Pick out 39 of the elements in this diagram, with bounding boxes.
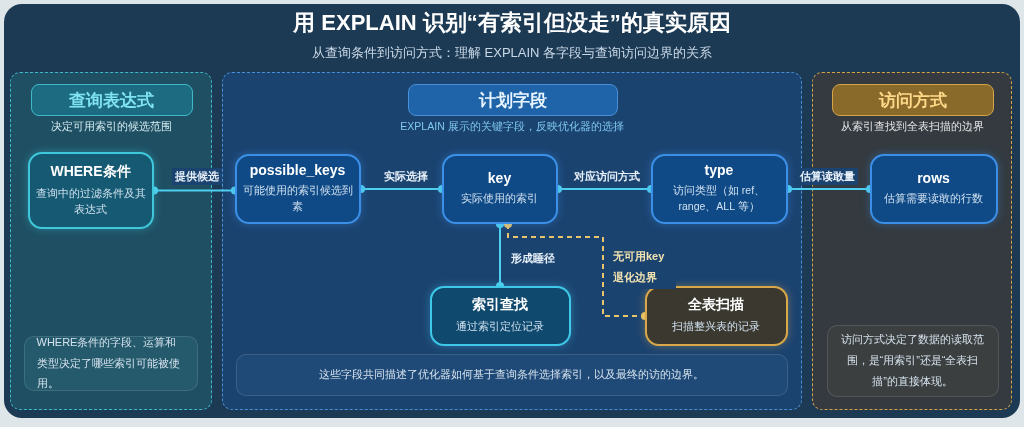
box-title: possible_keys	[249, 162, 346, 179]
box-description: 估算需要读敢的行数	[883, 191, 984, 207]
box-description: 扫描整兴表的记录	[671, 319, 761, 335]
edge-label: 估算读敢量	[797, 168, 858, 185]
box-title: key	[487, 170, 512, 187]
box-title: rows	[917, 170, 950, 187]
process-box	[429, 285, 571, 346]
process-box	[27, 151, 154, 229]
heading-pill: 查询表达式	[30, 84, 193, 116]
heading-pill: 计划字段	[407, 84, 618, 116]
note-card: 访问方式决定了数据的读取范围，是“用索引”还是“全表扫描”的直接体现。	[826, 324, 999, 397]
process-box	[650, 153, 788, 224]
heading-pill: 访问方式	[831, 84, 994, 116]
box-description: 可能使用的索引候选到素	[241, 183, 354, 214]
process-box	[644, 285, 788, 346]
subtitle: 从查询条件到访问方式：理解 EXPLAIN 各字段与查询访问边界的关系	[310, 44, 714, 62]
box-description: 实际使用的索引	[460, 191, 539, 207]
box-description: 访问类型（如 ref、range、ALL 等）	[671, 183, 767, 214]
note-card: WHERE条件的字段、运算和类型决定了哪些索引可能被使用。	[23, 335, 198, 391]
note-card: 这些字段共同描述了优化器如何基于查询条件选择索引，以及最终的访的边界。	[235, 353, 788, 396]
edge-label: 提供候选	[172, 168, 222, 185]
edge-label: 实际选择	[381, 168, 431, 185]
process-box	[441, 153, 558, 224]
box-title: 索引查找	[472, 296, 528, 315]
box-title: 全表扫描	[688, 296, 744, 315]
edge-label: 形成睡径	[508, 250, 558, 267]
box-title: WHERE条件	[50, 162, 131, 181]
panel-background	[222, 72, 802, 410]
panel-subtitle: 从索引查找到全表扫描的边界	[839, 120, 985, 134]
box-title: type	[704, 162, 734, 179]
title: 用 EXPLAIN 识别“有索引但没走”的真实原因	[292, 9, 732, 37]
panel-subtitle: EXPLAIN 展示的关键字段，反映优化器的选择	[399, 120, 625, 134]
edge-label: 对应访问方式	[571, 168, 643, 185]
box-description: 通过索引定位记录	[455, 319, 545, 335]
panel-subtitle: 决定可用索引的候选范围	[49, 120, 173, 134]
process-box	[234, 153, 361, 224]
process-box	[869, 153, 998, 224]
box-description: 查询中的过滤条件及其表达式	[34, 185, 147, 217]
panel-background	[812, 72, 1012, 410]
